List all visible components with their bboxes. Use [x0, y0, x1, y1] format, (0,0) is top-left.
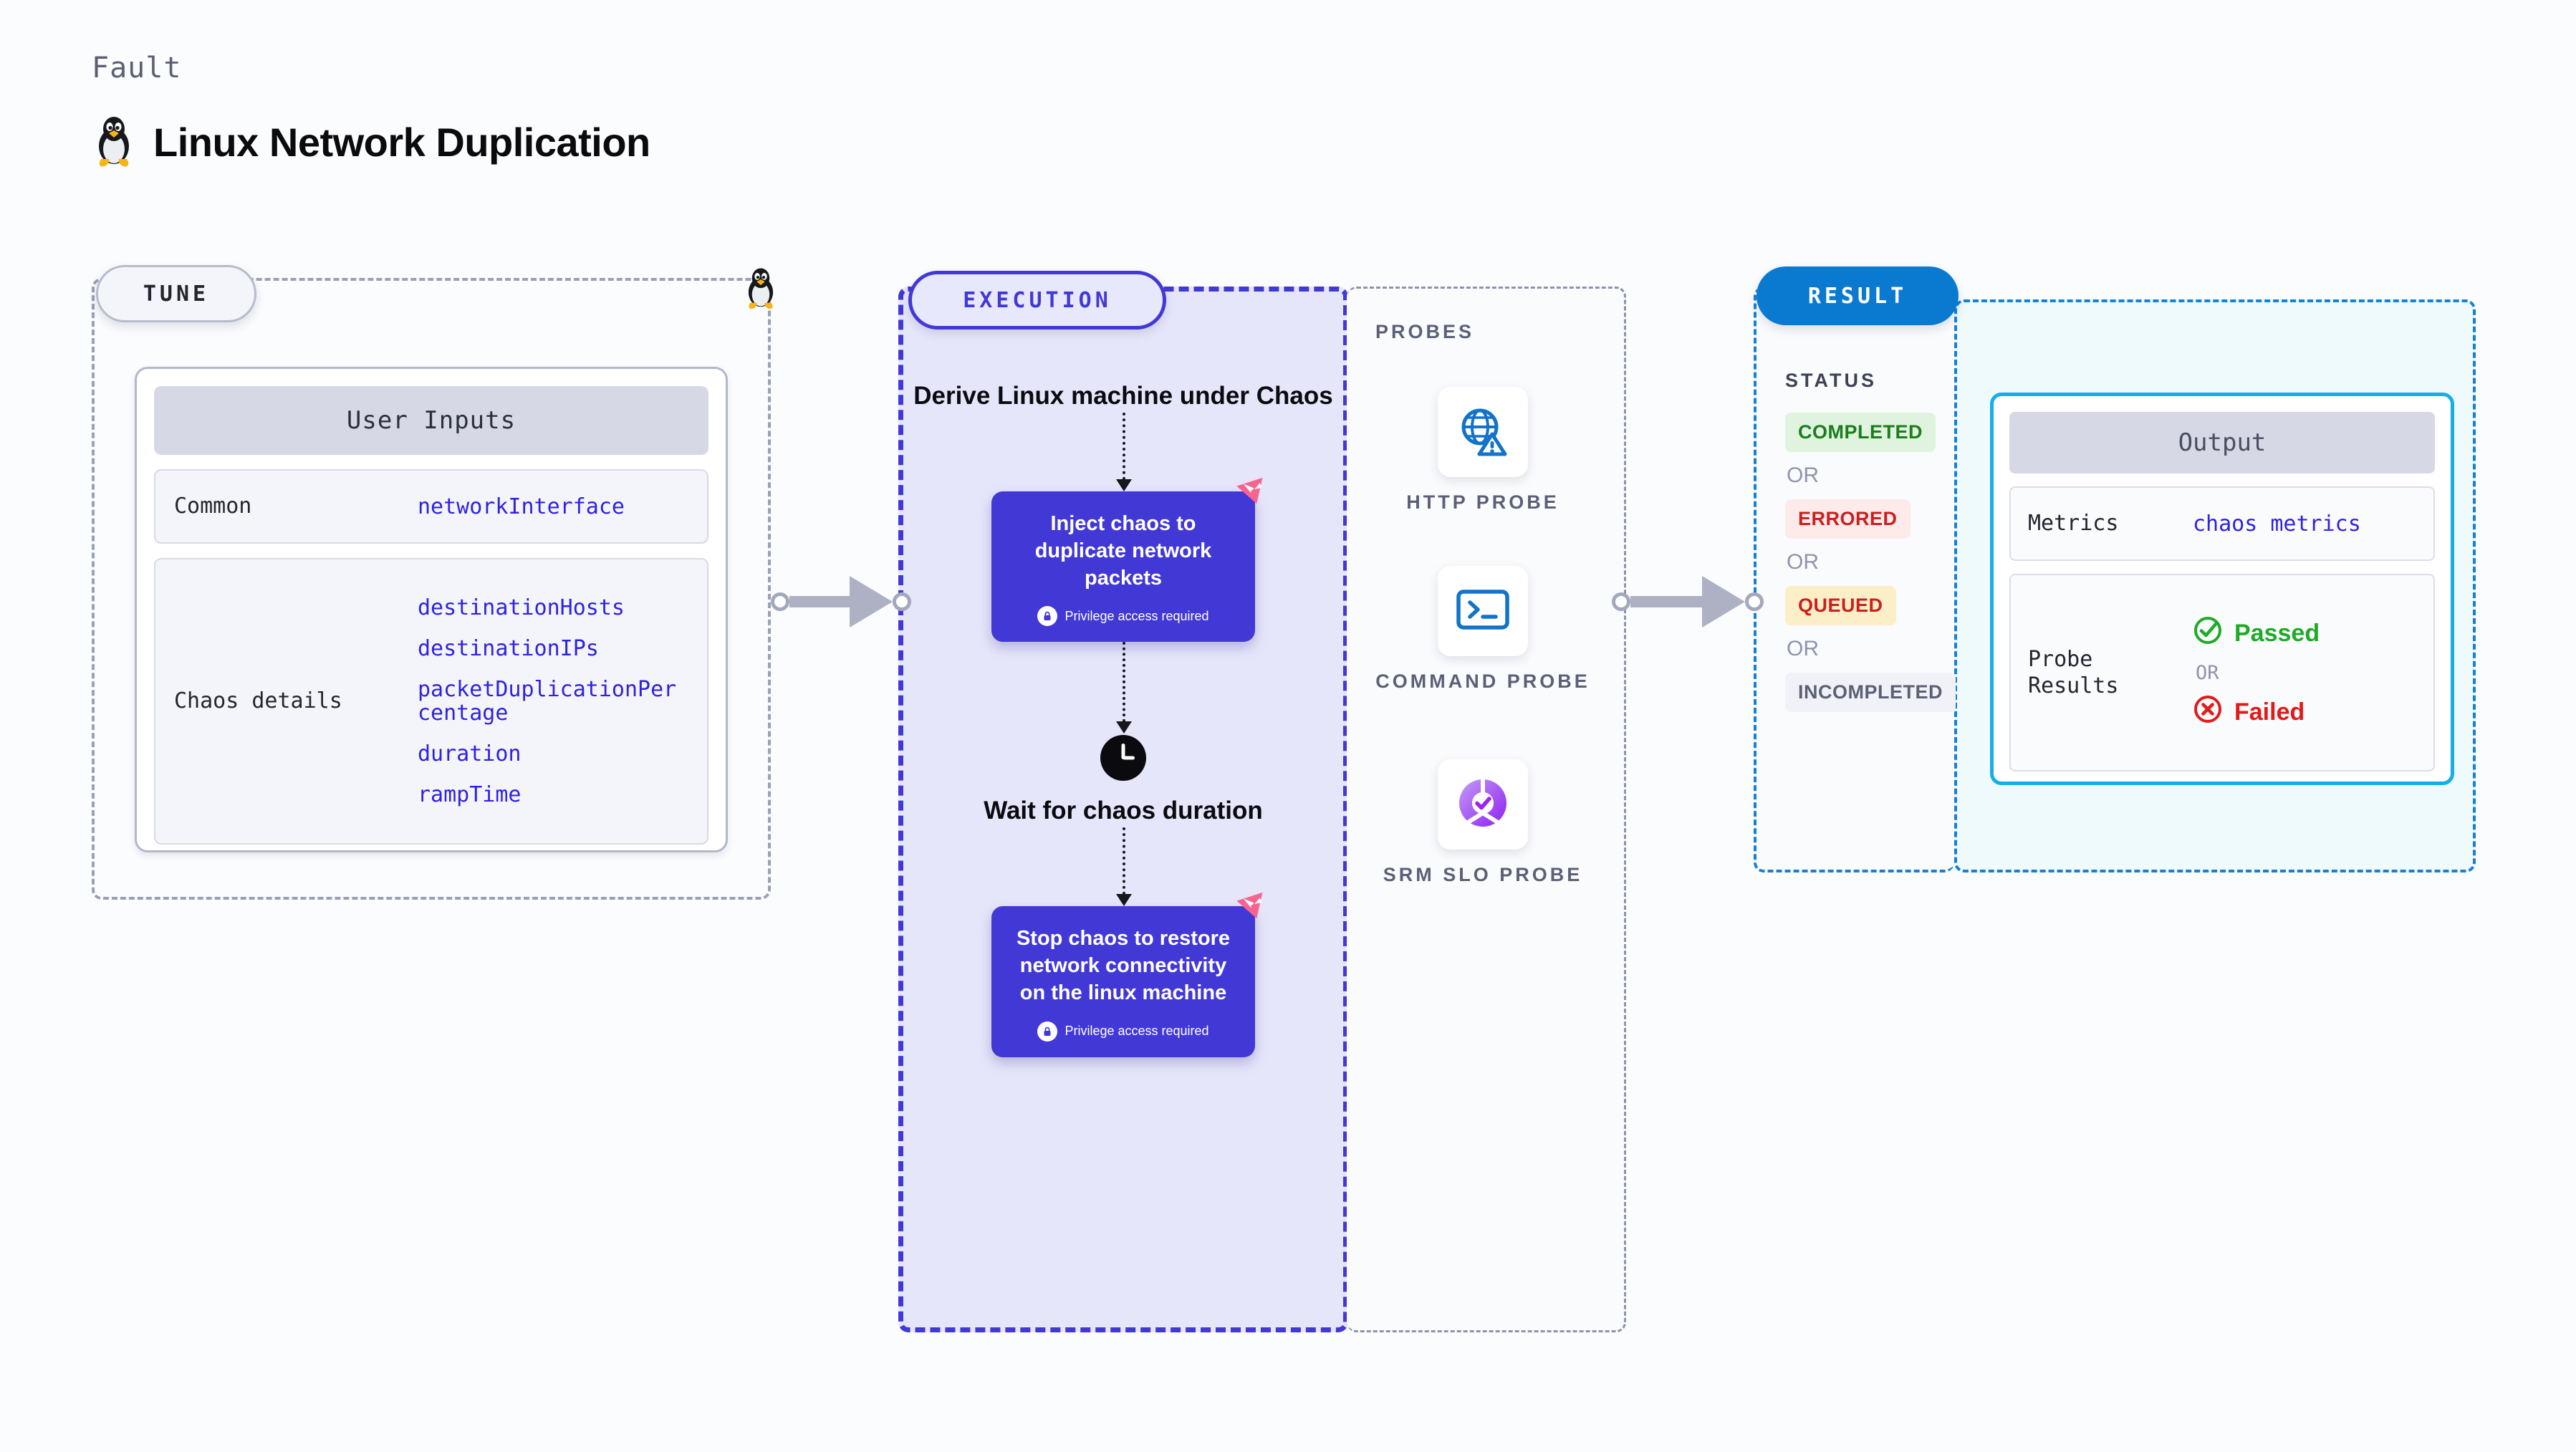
status-section-label: STATUS: [1785, 370, 1877, 391]
status-badge-queued: QUEUED: [1785, 586, 1896, 625]
param-destinationhosts[interactable]: destinationHosts: [418, 595, 625, 620]
privilege-note: Privilege access required: [1007, 1021, 1239, 1042]
probe-label: COMMAND PROBE: [1375, 670, 1590, 692]
wait-text: Wait for chaos duration: [984, 797, 1263, 825]
status-badge-errored: ERRORED: [1785, 499, 1911, 539]
execution-step-inject-chaos[interactable]: Inject chaos to duplicate network packet…: [991, 477, 1263, 643]
execution-badge[interactable]: EXECUTION: [908, 271, 1166, 330]
wait-node: Wait for chaos duration: [984, 734, 1263, 827]
tune-row-common: Common networkInterface: [154, 469, 708, 544]
output-title: Output: [2009, 412, 2435, 473]
status-or: OR: [1787, 637, 1819, 660]
chaos-badge-icon: [1234, 473, 1272, 515]
connector-tune-to-execution: [771, 576, 911, 628]
user-inputs-title: User Inputs: [154, 386, 708, 455]
connector-shaft: [789, 596, 850, 607]
output-row-metrics: Metrics chaos metrics: [2009, 486, 2435, 561]
tune-badge[interactable]: TUNE: [96, 265, 256, 322]
result-badge[interactable]: RESULT: [1756, 266, 1959, 325]
probe-label: HTTP PROBE: [1406, 491, 1559, 513]
connector-shaft: [1630, 596, 1702, 607]
param-destinationips[interactable]: destinationIPs: [418, 636, 599, 661]
step-text: Inject chaos to duplicate network packet…: [1034, 511, 1212, 590]
privilege-note-text: Privilege access required: [1064, 1024, 1209, 1039]
tune-row-values: networkInterface: [418, 495, 625, 519]
step-text: Stop chaos to restore network connectivi…: [1016, 926, 1231, 1005]
status-list: COMPLETED OR ERRORED OR QUEUED OR INCOMP…: [1785, 413, 1957, 712]
privilege-note-text: Privilege access required: [1064, 608, 1209, 623]
output-metrics-value[interactable]: chaos metrics: [2193, 511, 2361, 537]
status-badge-completed: COMPLETED: [1785, 413, 1936, 452]
output-card: Output Metrics chaos metrics Probe Resul…: [1990, 393, 2454, 785]
probe-command[interactable]: COMMAND PROBE: [1375, 566, 1590, 694]
tune-panel: [92, 278, 771, 900]
output-row-probe-results: Probe Results Passed OR: [2009, 574, 2435, 771]
probe-tile: [1438, 759, 1528, 850]
probes-label: PROBES: [1375, 321, 1475, 342]
connector-arrowhead: [1702, 576, 1745, 628]
chaos-badge-icon: [1234, 888, 1272, 930]
probe-result-failed: Failed: [2193, 694, 2320, 731]
page-title-row: Linux Network Duplication: [92, 115, 650, 169]
x-circle-icon: [2193, 694, 2223, 731]
lock-icon: [1037, 606, 1058, 627]
clock-icon: [1099, 734, 1148, 786]
globe-warning-icon: [1455, 403, 1511, 462]
connector-probes-to-result: [1612, 576, 1764, 628]
flow-arrow-2: [1116, 642, 1132, 734]
status-badge-incompleted: INCOMPLETED: [1785, 673, 1956, 712]
param-ramptime[interactable]: rampTime: [418, 782, 522, 807]
probe-tile: [1438, 566, 1528, 656]
tune-row-chaos-details: Chaos details destinationHosts destinati…: [154, 558, 708, 845]
connector-dot: [1612, 592, 1630, 611]
tune-row-values: destinationHosts destinationIPs packetDu…: [418, 596, 688, 807]
flow-arrow-1: [1116, 412, 1132, 491]
privilege-note: Privilege access required: [1007, 606, 1239, 627]
status-or: OR: [1787, 463, 1819, 487]
probe-http[interactable]: HTTP PROBE: [1375, 387, 1590, 515]
connector-dot: [771, 592, 789, 611]
status-panel: [1754, 287, 1954, 872]
param-duration[interactable]: duration: [418, 741, 522, 766]
connector-dot: [893, 592, 911, 611]
execution-flow: Derive Linux machine under Chaos Inject …: [898, 287, 1348, 1057]
execution-panel: [898, 287, 1348, 1332]
probe-result-failed-text: Failed: [2234, 698, 2305, 726]
probe-tile: [1438, 387, 1528, 477]
probe-result-values: Passed OR Failed: [2193, 615, 2320, 731]
linux-tux-icon: [92, 115, 136, 169]
param-networkinterface[interactable]: networkInterface: [418, 494, 625, 519]
param-packetduplicationpercentage[interactable]: packetDuplicationPercentage: [418, 677, 677, 726]
probe-label: SRM SLO PROBE: [1383, 864, 1583, 885]
probe-result-passed-text: Passed: [2234, 619, 2320, 647]
flow-arrow-3: [1116, 827, 1132, 906]
slo-donut-check-icon: [1453, 774, 1512, 836]
check-circle-icon: [2193, 615, 2223, 652]
terminal-icon: [1456, 587, 1510, 635]
connector-arrowhead: [850, 576, 893, 628]
status-or: OR: [1787, 550, 1819, 574]
linux-tux-node-icon: [741, 266, 781, 314]
tune-row-label: Chaos details: [174, 688, 342, 714]
execution-start-title: Derive Linux machine under Chaos: [913, 382, 1333, 410]
page-title: Linux Network Duplication: [153, 119, 650, 165]
tune-row-label: Common: [174, 494, 252, 519]
probe-result-passed: Passed: [2193, 615, 2320, 652]
user-inputs-card: User Inputs Common networkInterface Chao…: [135, 367, 728, 852]
lock-icon: [1037, 1021, 1058, 1042]
page-kicker: Fault: [92, 52, 182, 85]
execution-step-stop-chaos[interactable]: Stop chaos to restore network connectivi…: [991, 892, 1263, 1057]
probe-srm-slo[interactable]: SRM SLO PROBE: [1375, 759, 1590, 888]
connector-dot: [1745, 592, 1764, 611]
probe-result-or: OR: [2196, 661, 2219, 684]
output-probe-results-label: Probe Results: [2028, 646, 2119, 699]
output-metrics-label: Metrics: [2028, 511, 2119, 537]
